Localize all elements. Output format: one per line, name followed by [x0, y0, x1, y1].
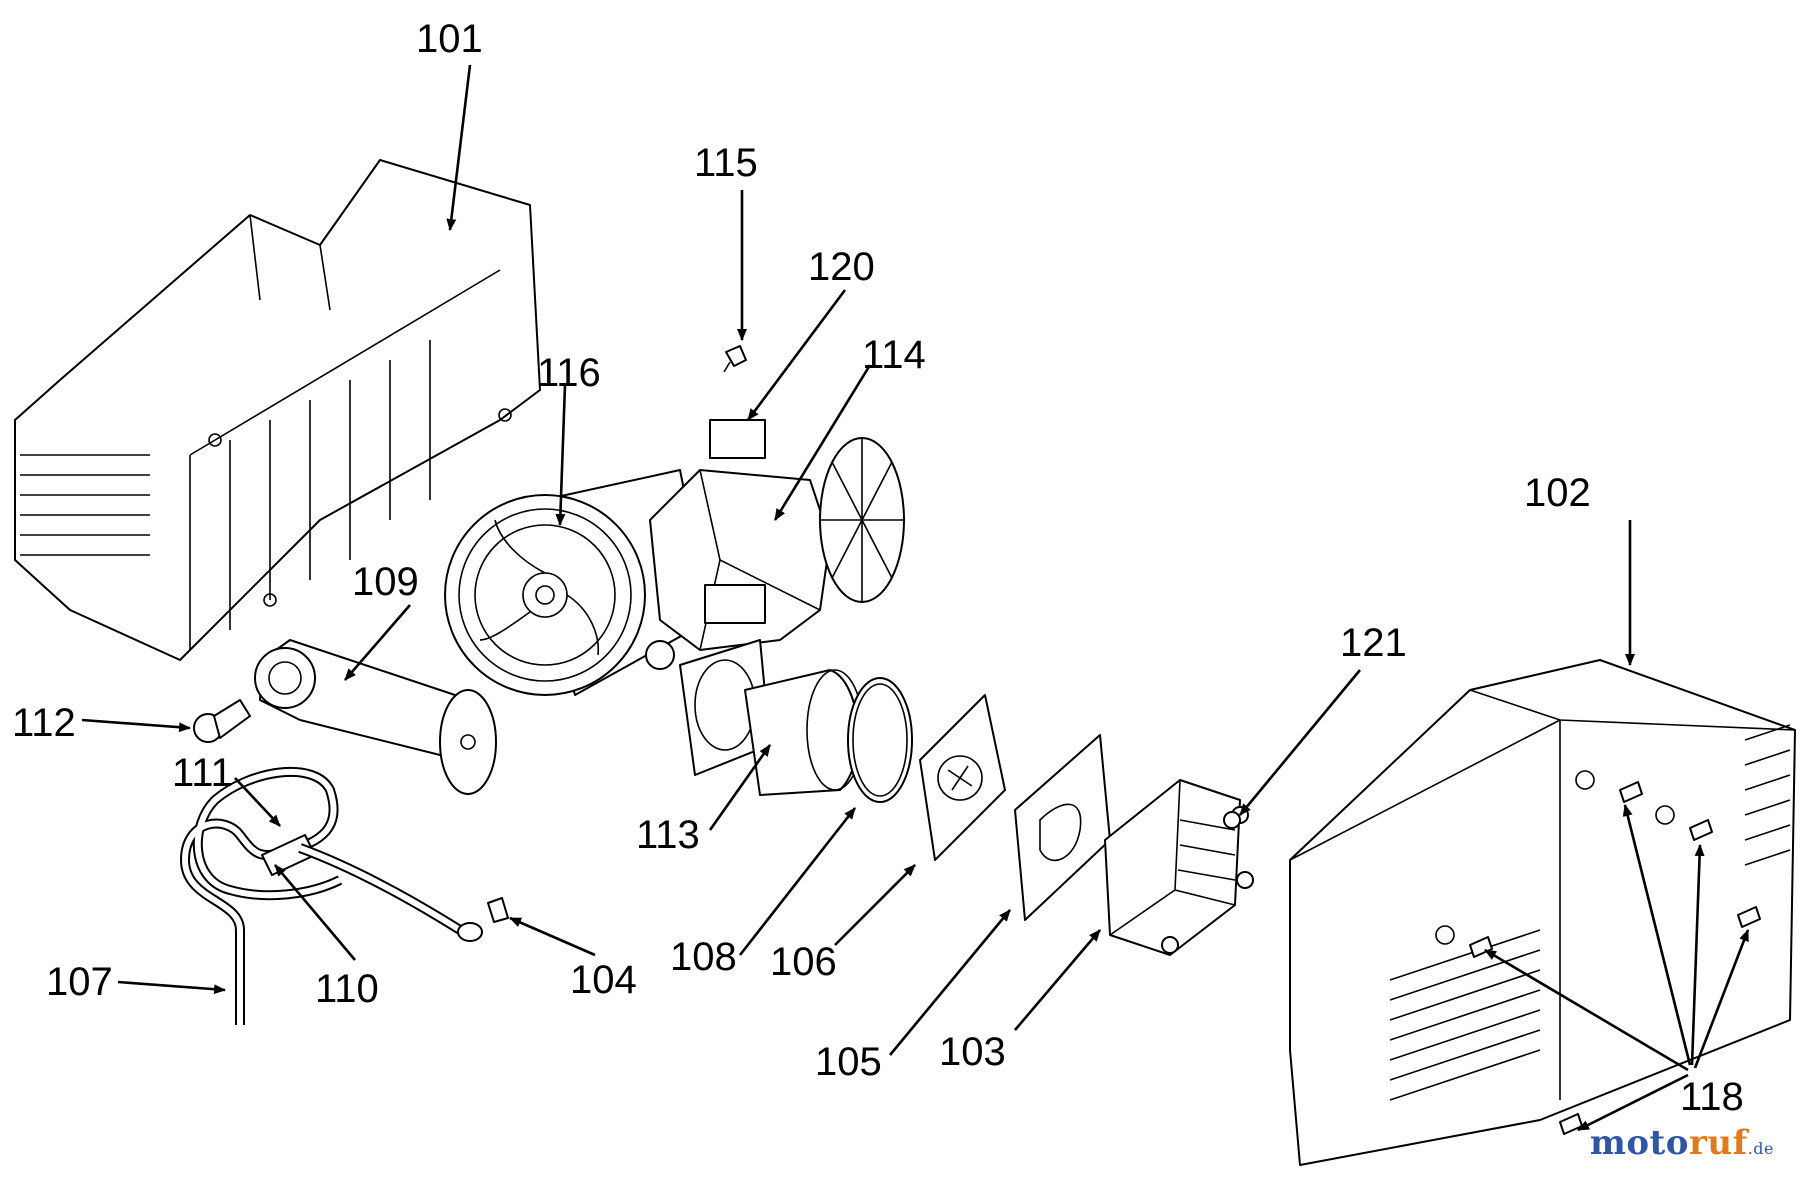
- watermark-tld: .de: [1747, 1139, 1774, 1158]
- callout-107: 107: [46, 960, 113, 1004]
- callout-120: 120: [808, 245, 875, 289]
- part-103-cylinder-head: [1104, 779, 1254, 956]
- callout-104: 104: [570, 958, 637, 1002]
- part-110-line: [298, 843, 483, 942]
- callout-112: 112: [12, 701, 76, 745]
- part-113-cylinder: [679, 639, 864, 796]
- part-112-screw: [193, 699, 251, 743]
- callout-103: 103: [939, 1030, 1006, 1074]
- callout-114: 114: [862, 333, 926, 377]
- callout-116: 116: [537, 351, 601, 395]
- callout-115: 115: [694, 141, 758, 185]
- callout-102: 102: [1524, 471, 1591, 515]
- callout-113: 113: [636, 813, 700, 857]
- part-104-clip: [487, 897, 509, 923]
- callout-108: 108: [670, 935, 737, 979]
- watermark-logo: motoruf.de: [1590, 1123, 1774, 1163]
- part-101-rear-shroud: [14, 159, 541, 661]
- part-108-o-ring: [847, 677, 913, 803]
- callout-101: 101: [416, 17, 483, 61]
- callout-labels: 101 102 103 104 105 106 107 108 109 110 …: [12, 17, 1744, 1119]
- watermark-part-1: moto: [1589, 1123, 1689, 1163]
- callout-118: 118: [1680, 1075, 1744, 1119]
- watermark-part-2: ruf: [1688, 1123, 1748, 1163]
- part-114-motor: [649, 419, 905, 651]
- part-109-connecting-rod: [254, 639, 497, 795]
- part-115-screw: [723, 345, 747, 373]
- callout-121: 121: [1340, 621, 1407, 665]
- part-106-valve-plate: [919, 694, 1006, 861]
- leader-lines: [81, 64, 1750, 1132]
- part-107-tube: [179, 766, 343, 1025]
- callout-109: 109: [352, 560, 419, 604]
- part-121-bolt: [1223, 811, 1241, 829]
- callout-111: 111: [172, 751, 233, 795]
- callout-105: 105: [815, 1040, 882, 1084]
- part-105-gasket: [1014, 734, 1111, 921]
- callout-106: 106: [770, 940, 837, 984]
- callout-110: 110: [315, 967, 379, 1011]
- part-102-front-shroud: [1289, 659, 1796, 1166]
- part-118-screws: [1469, 781, 1761, 1135]
